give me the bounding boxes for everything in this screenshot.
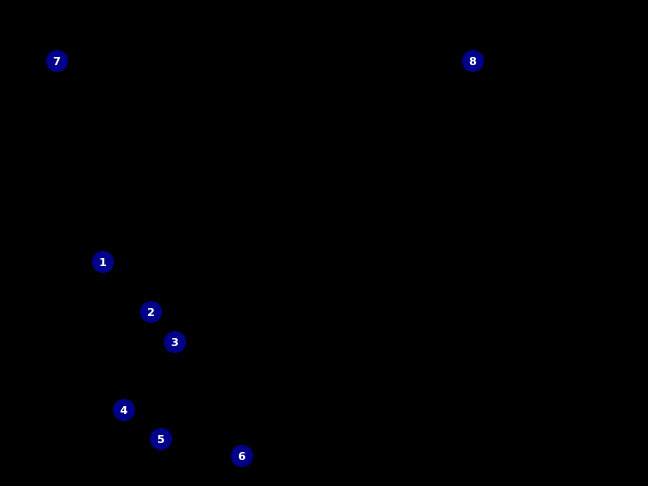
marker-6[interactable]: 6: [231, 445, 253, 467]
marker-7[interactable]: 7: [46, 50, 68, 72]
marker-1[interactable]: 1: [92, 251, 114, 273]
marker-1-label: 1: [99, 255, 107, 269]
marker-3-label: 3: [171, 335, 179, 349]
marker-5-label: 5: [157, 432, 165, 446]
marker-4-label: 4: [120, 403, 128, 417]
marker-8-label: 8: [469, 54, 477, 68]
marker-4[interactable]: 4: [113, 399, 135, 421]
marker-7-label: 7: [53, 54, 61, 68]
marker-8[interactable]: 8: [462, 50, 484, 72]
marker-3[interactable]: 3: [164, 331, 186, 353]
marker-2[interactable]: 2: [140, 301, 162, 323]
marker-6-label: 6: [238, 449, 246, 463]
marker-2-label: 2: [147, 305, 155, 319]
marker-5[interactable]: 5: [150, 428, 172, 450]
